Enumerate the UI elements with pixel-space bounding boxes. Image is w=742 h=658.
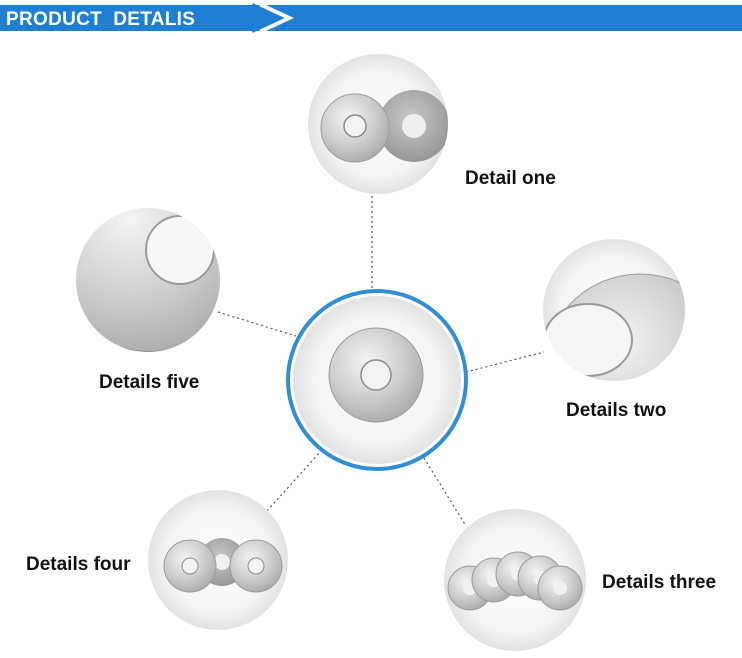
header-banner: PRODUCT DETALIS xyxy=(0,0,742,34)
banner-title: PRODUCT DETALIS xyxy=(6,9,196,30)
detail-two-image xyxy=(543,239,685,381)
detail-five-image xyxy=(76,208,220,352)
detail-diagram xyxy=(76,54,685,651)
connector-lines xyxy=(217,196,545,527)
detail-one-image xyxy=(308,54,448,194)
detail-four-image xyxy=(148,490,288,630)
center-washer xyxy=(286,289,468,471)
details-five-label: Details five xyxy=(99,372,200,393)
detail-three-image xyxy=(444,509,586,651)
chevron-right-icon xyxy=(251,3,294,33)
details-two-label: Details two xyxy=(566,400,667,421)
details-three-label: Details three xyxy=(602,572,717,593)
banner-bar xyxy=(0,5,742,31)
details-four-label: Details four xyxy=(26,554,131,575)
detail-one-label: Detail one xyxy=(465,168,556,189)
